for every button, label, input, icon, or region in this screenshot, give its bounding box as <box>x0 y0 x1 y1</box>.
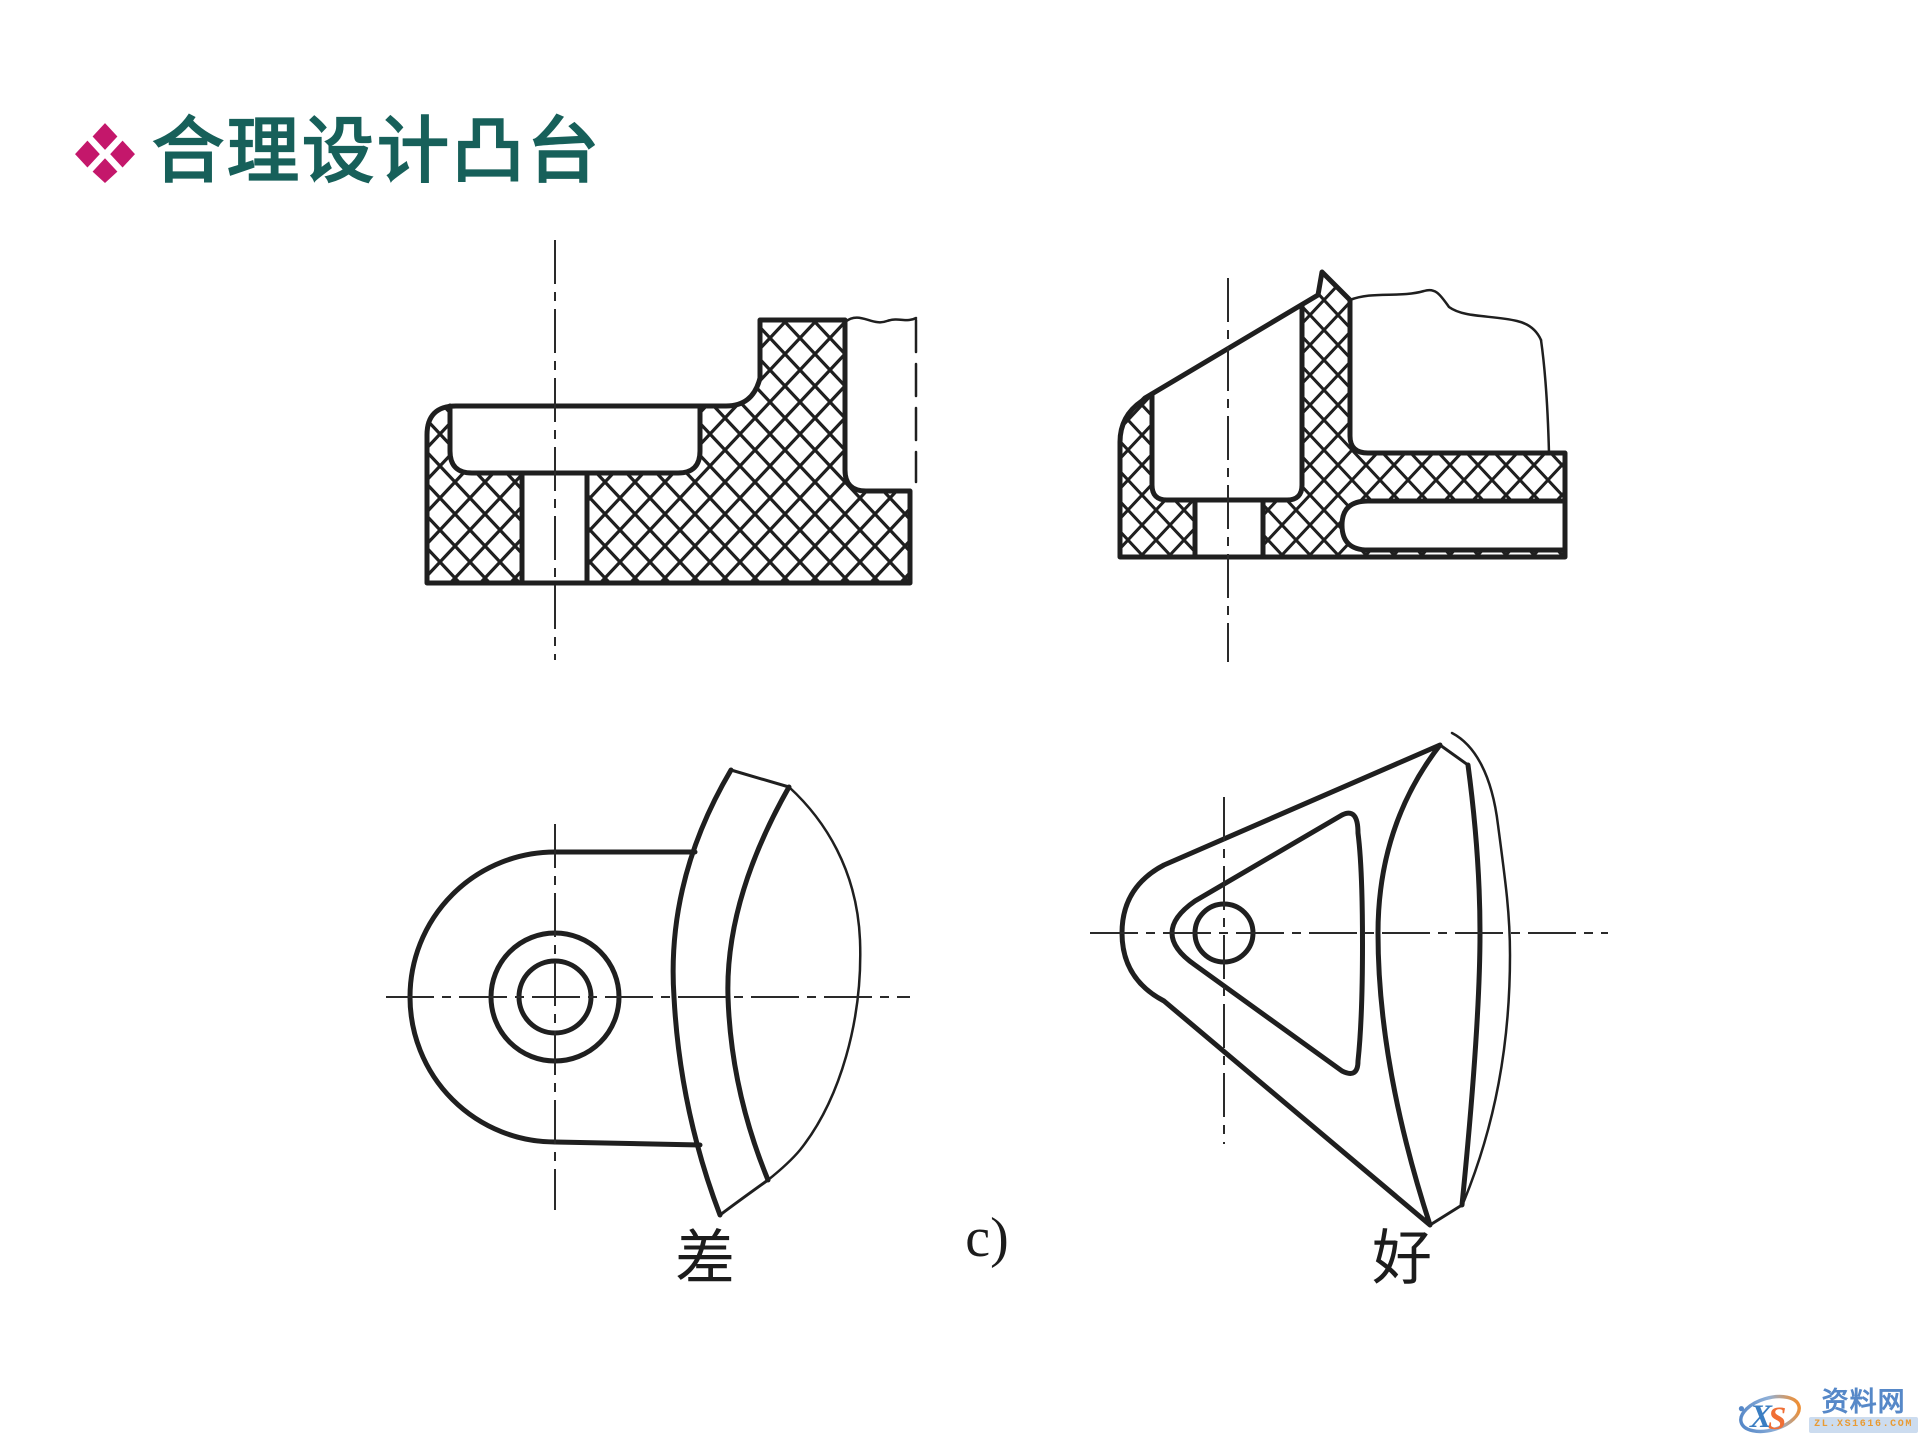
plan-view-good-figure <box>1090 731 1608 1228</box>
page-title: 合理设计凸台 <box>152 112 603 192</box>
title-bullet-icon <box>75 122 135 183</box>
label-panel-index: c) <box>965 1207 1009 1269</box>
xs-logo-icon: X S <box>1738 1394 1802 1437</box>
logo-letter-x: X <box>1749 1399 1773 1435</box>
watermark: X S 资料网 ZL.XS1616.COM <box>1734 1384 1918 1438</box>
label-bad: 差 <box>675 1226 735 1292</box>
section-view-bad-figure <box>424 240 918 660</box>
watermark-site-url-badge: ZL.XS1616.COM <box>1809 1417 1918 1433</box>
plan-view-bad-figure <box>386 767 910 1218</box>
section-view-good-figure <box>1117 269 1568 662</box>
watermark-site-name: 资料网 <box>1821 1387 1906 1417</box>
logo-letter-s: S <box>1768 1401 1786 1437</box>
label-good: 好 <box>1372 1226 1432 1292</box>
slide-header: 合理设计凸台 <box>74 92 602 197</box>
